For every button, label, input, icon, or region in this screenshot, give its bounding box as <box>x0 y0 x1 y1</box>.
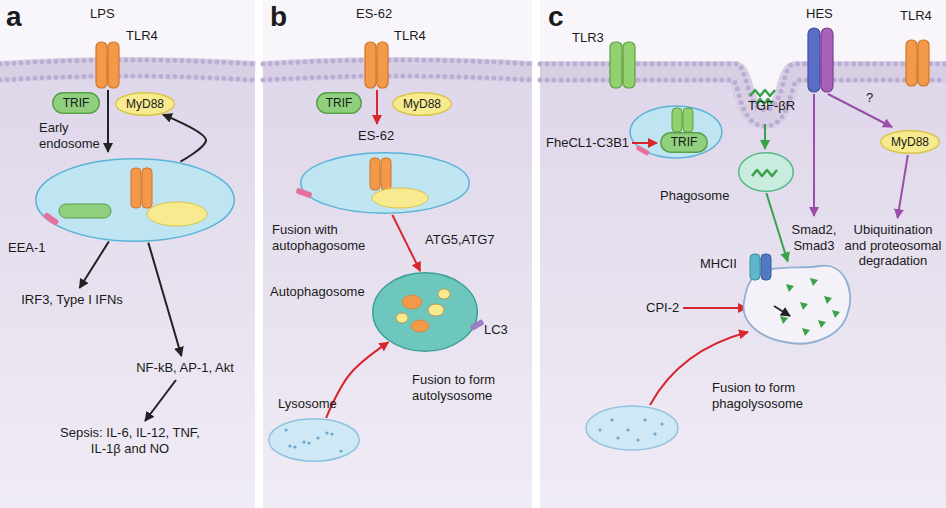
autophagosome-detail <box>396 289 485 332</box>
phagosome-outline <box>738 152 794 192</box>
panel-ground <box>540 0 946 508</box>
ligand-label: LPS <box>90 6 115 22</box>
endosome: ES-62 <box>300 152 470 214</box>
marker-label: LC3 <box>484 322 508 338</box>
signal-arrow <box>108 90 892 405</box>
connector-arrow <box>80 242 109 288</box>
lysosome-outline <box>268 418 360 462</box>
autophagosome-outline <box>372 272 478 352</box>
ligand-label: HES <box>806 6 833 22</box>
node-heading: MHCII <box>700 256 737 272</box>
phagolysosome-detail <box>750 254 840 336</box>
adaptor-protein: MyD88 <box>880 130 940 154</box>
panel-letter: c <box>548 0 564 34</box>
node-heading: Autophagosome <box>270 284 365 300</box>
connector-arrow <box>163 115 206 162</box>
process-note: Fusion to form autolysosome <box>412 372 522 403</box>
node-heading: Lysosome <box>278 396 337 412</box>
signal-output: Smad2, Smad3 <box>786 222 842 254</box>
phagolysosome: MHCII <box>740 262 852 346</box>
receptor-label: TLR4 <box>394 28 426 44</box>
adaptor-protein: MyD88 <box>115 92 175 116</box>
receptor-label: TLR3 <box>572 30 604 46</box>
node-text: MyD88 <box>126 97 164 111</box>
adaptor-protein: TRIF <box>660 132 708 153</box>
endosome-outline <box>35 158 235 242</box>
tgf-beta-receptor <box>808 28 833 92</box>
connector-arrow <box>392 215 420 271</box>
phagosome-detail <box>752 170 777 176</box>
autophagosome: Autophagosome <box>372 272 478 352</box>
phagosome: Phagosome <box>738 152 794 192</box>
process-note: Fusion to form phagolysosome <box>712 380 832 411</box>
signal-output: NF-kB, AP-1, Akt <box>136 360 234 376</box>
endosome-detail <box>43 168 207 226</box>
endosome-outline <box>300 152 470 214</box>
panel-ground <box>263 0 532 508</box>
phagolysosome-outline <box>740 262 852 346</box>
node-text: MyD88 <box>403 97 441 111</box>
node-text: Sepsis: IL-6, IL-12, TNF, IL-1β and NO <box>60 425 200 456</box>
edge-label: ATG5,ATG7 <box>425 232 495 248</box>
receptor-label: TGF-βR <box>748 98 795 114</box>
panel-ground <box>0 0 255 508</box>
endosome <box>630 106 722 158</box>
adaptor-protein: TRIF <box>316 92 362 114</box>
adaptor-protein: MyD88 <box>392 92 452 116</box>
ligand-label: ES-62 <box>356 6 392 22</box>
signal-output: Ubiquitination and proteosomal degradati… <box>843 222 943 269</box>
panel-letter: b <box>270 0 287 34</box>
question-mark: ? <box>866 90 873 106</box>
node-heading: ES-62 <box>358 128 394 144</box>
ligand-label: FheCL1-C3B1 <box>546 135 629 151</box>
tlr4-receptor <box>96 40 929 88</box>
receptor-label: TLR4 <box>126 28 158 44</box>
node-text: MyD88 <box>891 135 929 149</box>
lysosome <box>586 406 678 450</box>
endosome-detail <box>295 158 428 208</box>
node-text: Smad2, Smad3 <box>786 222 842 253</box>
connector-arrow <box>898 155 908 218</box>
node-text: Ubiquitination and proteosomal degradati… <box>843 222 943 269</box>
node-text: TRIF <box>671 135 698 149</box>
receptor-label: TLR4 <box>900 8 932 24</box>
node-heading: Phagosome <box>660 188 729 204</box>
process-note: Fusion with autophagosome <box>272 222 372 253</box>
node-heading: Early endosome <box>39 120 109 151</box>
connector-arrow <box>145 380 176 421</box>
cell-membrane <box>0 60 946 126</box>
adaptor-protein: TRIF <box>52 92 100 114</box>
node-text: TRIF <box>63 96 90 110</box>
panel-letter: a <box>6 0 22 34</box>
node-text: NF-kB, AP-1, Akt <box>136 360 234 376</box>
inhibitor-label: CPI-2 <box>646 300 679 316</box>
endosome: Early endosome <box>35 158 235 242</box>
connector-arrow <box>148 243 181 356</box>
signal-output: Sepsis: IL-6, IL-12, TNF, IL-1β and NO <box>60 425 200 457</box>
marker-label: EEA-1 <box>8 240 46 256</box>
lysosome-detail <box>284 428 342 452</box>
node-text: IRF3, Type I IFNs <box>21 292 123 308</box>
lysosome: Lysosome <box>268 418 360 462</box>
connector-arrow <box>766 193 787 261</box>
tlr3-receptor <box>610 42 635 88</box>
node-text: TRIF <box>326 96 353 110</box>
signal-output: IRF3, Type I IFNs <box>21 292 123 308</box>
